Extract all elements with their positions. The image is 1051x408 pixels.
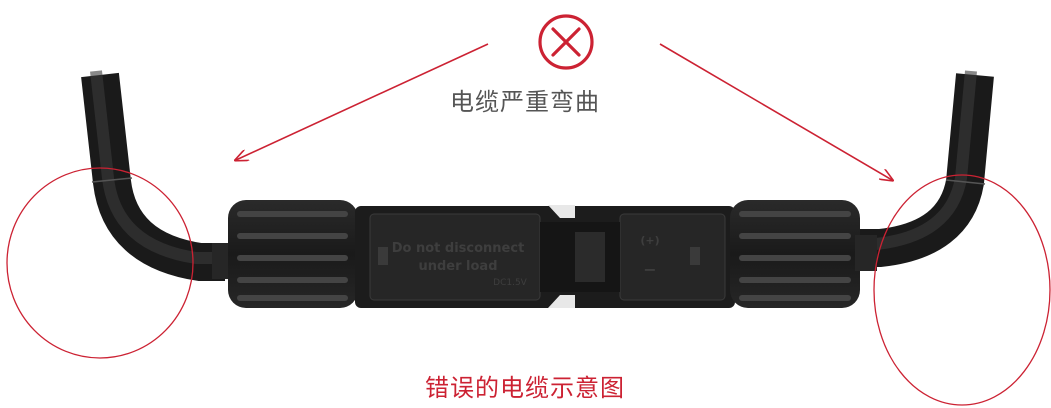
left-connector-nut xyxy=(212,200,358,308)
right-bend-highlight xyxy=(873,174,1051,406)
left-arrow xyxy=(236,43,489,160)
right-cable xyxy=(851,70,994,267)
left-bend-highlight xyxy=(6,167,194,359)
connector-polarity: (+) xyxy=(640,234,659,247)
warning-label: 电缆严重弯曲 xyxy=(450,88,600,116)
connector-polarity-sub: − xyxy=(643,260,656,279)
right-connector-nut xyxy=(730,200,877,308)
diagram-caption: 错误的电缆示意图 xyxy=(425,374,625,402)
connector-rating: DC1.5V xyxy=(493,278,528,288)
right-arrow xyxy=(659,43,892,180)
connector-warning-line1: Do not disconnect xyxy=(392,241,525,256)
left-cable xyxy=(81,70,225,281)
circle-x-icon xyxy=(538,14,594,70)
connector-body xyxy=(355,205,735,308)
connector-warning-line2: under load xyxy=(418,259,497,274)
